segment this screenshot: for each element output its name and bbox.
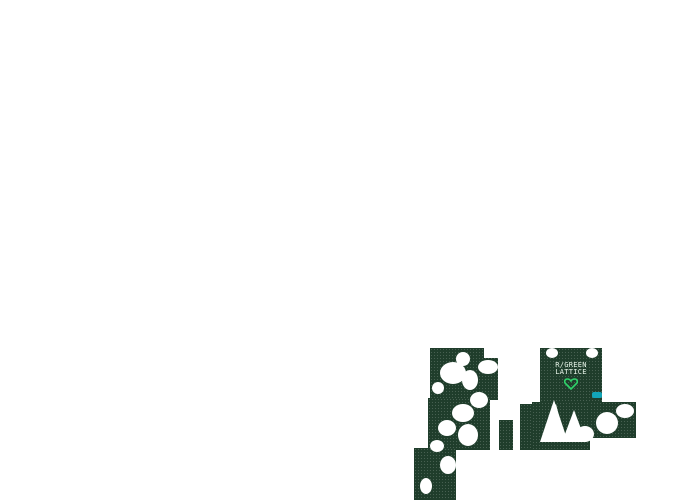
peak-shape	[540, 400, 568, 442]
badge-label-line2: LATTICE	[555, 368, 587, 376]
cloud-blob	[546, 348, 558, 358]
cloud-blob	[440, 362, 466, 384]
cloud-blob	[432, 382, 444, 394]
heart-icon	[564, 378, 578, 390]
cloud-blob	[462, 370, 478, 390]
cloud-blob	[586, 348, 598, 358]
cloud-blob	[452, 404, 474, 422]
peak-shape	[548, 404, 560, 420]
badge-label-line1: R/GREEN	[555, 361, 587, 369]
cloud-blob	[596, 412, 618, 434]
lattice-pillar	[520, 404, 534, 450]
cloud-notch	[484, 348, 498, 358]
lattice-pillar	[499, 420, 513, 450]
cloud-blob	[470, 392, 488, 408]
cloud-blob	[478, 360, 498, 374]
cloud-blob	[616, 404, 634, 418]
cloud-blob	[420, 478, 432, 494]
cloud-blob	[458, 424, 478, 446]
cloud-blob	[438, 420, 456, 436]
cloud-blob	[430, 440, 444, 452]
teal-marker	[592, 392, 602, 398]
subreddit-badge[interactable]: R/GREEN LATTICE	[541, 362, 601, 396]
cloud-blob	[440, 456, 456, 474]
peak-shape	[562, 410, 586, 442]
cloud-blob	[456, 352, 470, 366]
